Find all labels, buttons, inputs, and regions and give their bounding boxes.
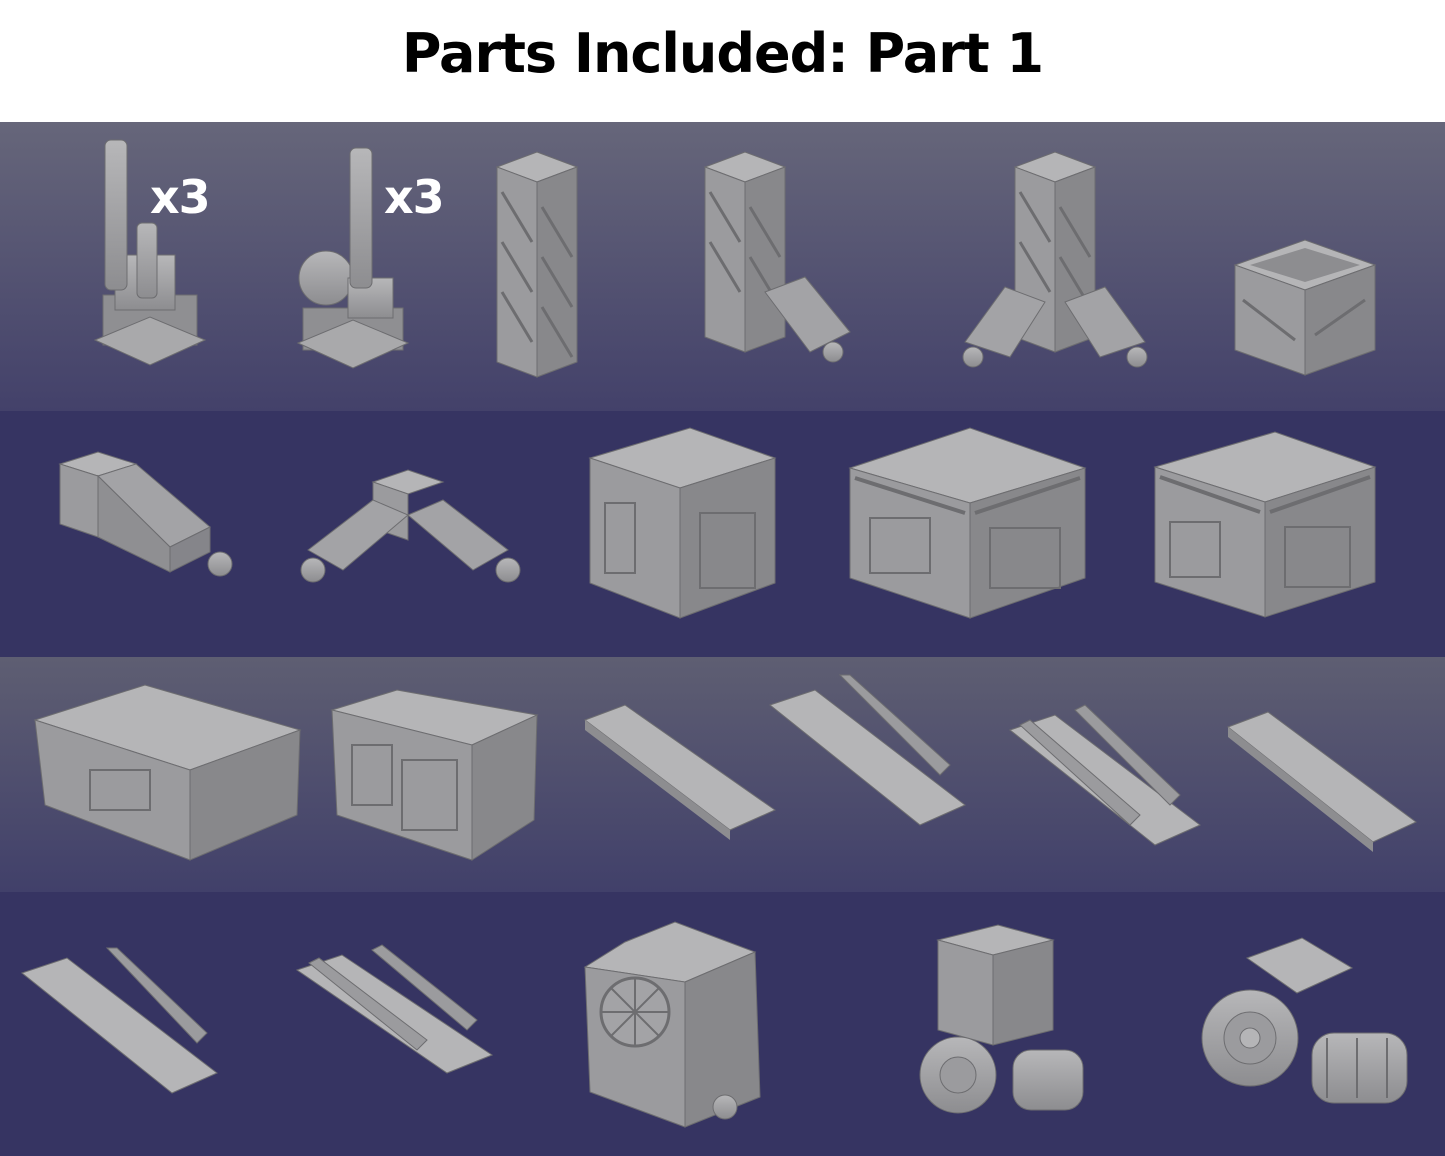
part-straight-connector: [58, 451, 233, 577]
part-flat-walkway: [583, 704, 777, 840]
sphere-chimney-quantity: x3: [384, 170, 445, 224]
part-walkway-double-rail: [1008, 704, 1201, 846]
part-corner-connector: [300, 469, 521, 583]
page-title: Parts Included: Part 1: [401, 22, 1044, 85]
part-short-tower-base: [1233, 239, 1377, 376]
part-large-block: [848, 427, 1087, 619]
part-walkway-rail-right: [768, 674, 966, 826]
part-small-block: [588, 427, 777, 619]
part-walkway-rail-left: [20, 947, 218, 1094]
part-walkway-double-rail-short: [295, 944, 494, 1074]
chimney-stack-quantity: x3: [150, 170, 211, 224]
part-lattice-tower-double-foot: [962, 151, 1148, 368]
part-wide-crate: [33, 684, 302, 861]
header: Parts Included: Part 1: [0, 0, 1445, 122]
part-medium-block: [1153, 431, 1377, 618]
part-generator-turbine: [919, 924, 1084, 1114]
part-chimney-stack: [93, 139, 207, 366]
part-sphere-chimney: [296, 147, 410, 369]
part-lattice-tower: [495, 151, 579, 378]
part-lattice-tower-single-foot: [703, 151, 851, 363]
part-flat-walkway-short: [1226, 711, 1417, 852]
part-tall-crate: [330, 689, 539, 861]
part-turbine-pipes: [1201, 937, 1408, 1104]
part-fan-housing: [583, 921, 761, 1128]
